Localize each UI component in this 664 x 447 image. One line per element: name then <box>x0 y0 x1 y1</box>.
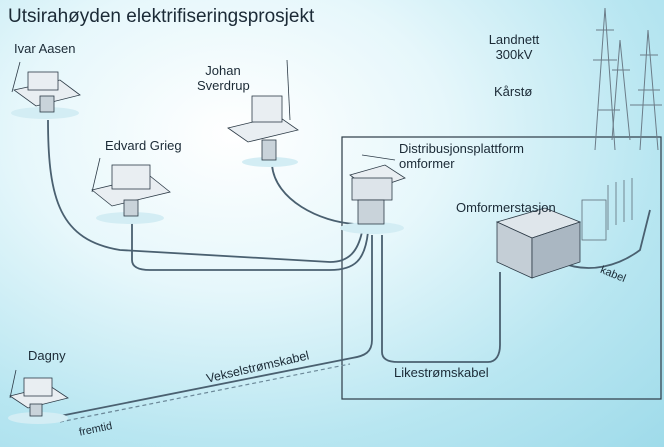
cables <box>47 119 651 417</box>
label-omformerstasjon: Omformerstasjon <box>456 200 556 215</box>
label-landnett: Landnett 300kV <box>486 32 542 62</box>
cable-dc <box>381 235 501 363</box>
label-edvard-grieg: Edvard Grieg <box>105 138 182 153</box>
cable-ivar-aasen <box>47 119 363 263</box>
edvard-grieg-platform <box>91 157 171 224</box>
label-distribution-line2: omformer <box>399 156 455 171</box>
page-title: Utsirahøyden elektrifiseringsprosjekt <box>8 6 315 27</box>
cable-edvard-grieg <box>131 215 369 271</box>
label-johan-sverdrup: Johan Sverdrup <box>197 63 250 93</box>
power-line-towers <box>593 7 662 151</box>
cable-ac-dagny <box>59 235 373 417</box>
label-likestromskabel: Likestrømskabel <box>394 365 489 380</box>
distribution-platform <box>340 154 406 234</box>
ivar-aasen-platform <box>11 61 81 119</box>
label-distribution-platform: Distribusjonsplattform omformer <box>399 141 524 171</box>
label-landnett-line2: 300kV <box>495 47 533 62</box>
label-distribution-line1: Distribusjonsplattform <box>399 141 524 156</box>
label-johan-sverdrup-line1: Johan <box>205 63 241 78</box>
label-ivar-aasen: Ivar Aasen <box>14 41 76 56</box>
label-dagny: Dagny <box>28 348 66 363</box>
label-johan-sverdrup-line2: Sverdrup <box>197 78 250 93</box>
converter-area-frame <box>341 136 662 400</box>
cable-johan-sverdrup <box>271 164 356 225</box>
johan-sverdrup-platform <box>227 59 299 167</box>
converter-station <box>495 178 633 279</box>
dagny-platform <box>8 369 69 424</box>
label-karsto: Kårstø <box>494 84 533 99</box>
future-cable-dashed <box>59 363 351 423</box>
label-landnett-line1: Landnett <box>488 32 540 47</box>
